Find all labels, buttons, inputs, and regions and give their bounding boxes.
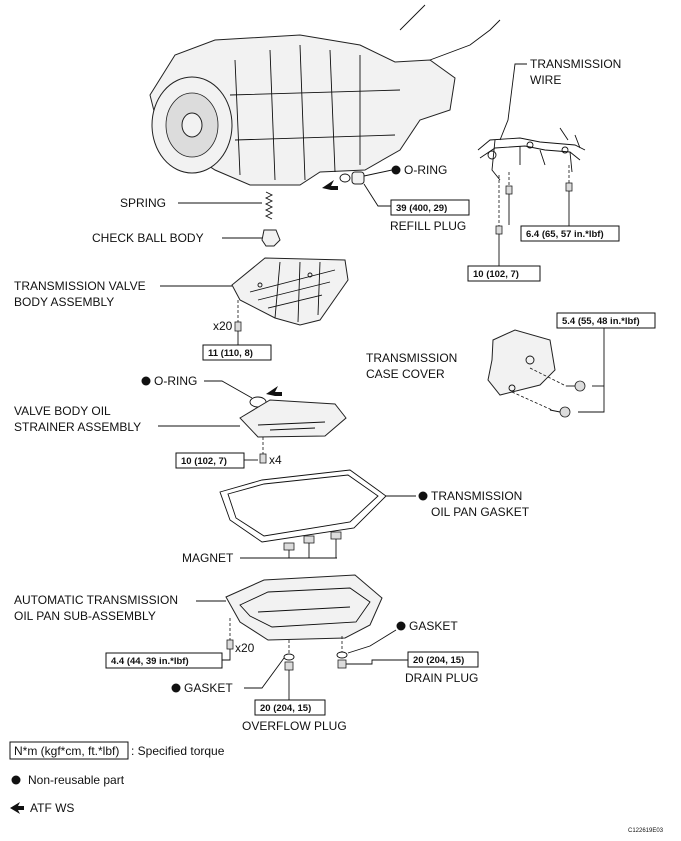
pan-bolt	[226, 639, 234, 650]
transmission-wire-label-1: TRANSMISSION	[530, 57, 621, 71]
case-cover-label-2: CASE COVER	[366, 367, 445, 381]
o-ring-mid-label: O-RING	[154, 374, 197, 388]
legend-torque-desc: : Specified torque	[131, 744, 225, 758]
wire-bolt-lower	[495, 225, 503, 235]
strainer-part	[239, 399, 347, 438]
case-cover-torque-box	[556, 312, 656, 329]
case-cover-bolt-2	[549, 406, 571, 418]
refill-torque: 39 (400, 29)	[396, 203, 447, 214]
gasket-left-label: GASKET	[184, 681, 233, 695]
transmission-wire-part	[477, 127, 586, 181]
spring-part	[264, 191, 274, 220]
strainer-torque-box	[175, 452, 245, 469]
overflow-plug-part	[284, 661, 294, 671]
valve-body-part	[231, 257, 349, 326]
case-cover-part	[487, 329, 556, 396]
case-cover-label-1: TRANSMISSION	[366, 351, 457, 365]
o-ring-top-dot	[391, 165, 401, 175]
legend-non-reusable: Non-reusable part	[28, 773, 125, 787]
pan-gasket-dot	[418, 491, 428, 501]
atf-arrow-strainer	[266, 386, 282, 396]
valve-body-label-2: BODY ASSEMBLY	[14, 295, 114, 309]
wire-bottom-torque: 10 (102, 7)	[473, 269, 519, 280]
drain-torque-box	[407, 651, 479, 668]
spring-label: SPRING	[120, 196, 166, 210]
strainer-label-2: STRAINER ASSEMBLY	[14, 420, 141, 434]
gasket-right-label: GASKET	[409, 619, 458, 633]
oil-pan-part	[225, 574, 383, 641]
check-ball-body-label: CHECK BALL BODY	[92, 231, 204, 245]
strainer-bolt	[259, 453, 267, 464]
wire-bolt-upper	[505, 185, 513, 195]
case-cover-torque: 5.4 (55, 48 in.*lbf)	[562, 316, 640, 327]
case-cover-bolt-1	[566, 380, 586, 392]
overflow-torque-box	[254, 699, 326, 716]
pan-bolts-torque: 4.4 (44, 39 in.*lbf)	[111, 656, 189, 667]
strainer-torque: 10 (102, 7)	[181, 456, 227, 467]
refill-plug-label: REFILL PLUG	[390, 219, 466, 233]
refill-plug-part	[339, 171, 365, 185]
wire-bottom-torque-box	[467, 265, 541, 282]
wire-bolt-right	[565, 182, 573, 192]
transmission-wire-label-2: WIRE	[530, 73, 561, 87]
valve-body-label-1: TRANSMISSION VALVE	[14, 279, 146, 293]
check-ball-body-part	[261, 229, 281, 247]
legend-atf: ATF WS	[30, 801, 74, 815]
strainer-x4: x4	[269, 453, 282, 467]
drain-plug-part	[337, 659, 347, 669]
valve-body-bolt	[234, 321, 242, 332]
overflow-torque: 20 (204, 15)	[260, 703, 311, 714]
wire-right-torque: 6.4 (65, 57 in.*lbf)	[526, 229, 604, 240]
valve-body-x20: x20	[213, 319, 233, 333]
oil-pan-label-2: OIL PAN SUB-ASSEMBLY	[14, 609, 156, 623]
o-ring-top-label: O-RING	[404, 163, 447, 177]
atf-arrow-refill	[322, 180, 338, 190]
wire-right-torque-box	[520, 225, 620, 242]
gasket-left-dot	[171, 683, 181, 693]
drain-gasket-part	[336, 651, 348, 659]
oil-pan-gasket-part	[219, 469, 387, 543]
strainer-label-1: VALVE BODY OIL	[14, 404, 111, 418]
refill-torque-box	[390, 199, 470, 216]
oil-pan-label-1: AUTOMATIC TRANSMISSION	[14, 593, 178, 607]
figure-id: C122619E03	[628, 828, 664, 834]
pan-bolts-torque-box	[105, 652, 223, 669]
legend-torque-unit: N*m (kgf*cm, ft.*lbf)	[14, 744, 119, 758]
overflow-plug-label: OVERFLOW PLUG	[242, 719, 347, 733]
gasket-right-dot	[396, 621, 406, 631]
drain-torque: 20 (204, 15)	[413, 655, 464, 666]
overflow-gasket-part	[283, 653, 295, 661]
pan-x20: x20	[235, 641, 255, 655]
transmission-housing	[149, 4, 501, 186]
drain-plug-label: DRAIN PLUG	[405, 671, 478, 685]
pan-gasket-label-2: OIL PAN GASKET	[431, 505, 530, 519]
o-ring-mid-dot	[141, 376, 151, 386]
legend-non-reusable-dot	[11, 775, 21, 785]
valve-body-torque-box	[202, 344, 272, 361]
legend-atf-arrow-icon	[10, 802, 24, 814]
valve-body-torque: 11 (110, 8)	[208, 348, 253, 359]
pan-gasket-label-1: TRANSMISSION	[431, 489, 522, 503]
legend-torque-box	[9, 741, 129, 760]
legend: N*m (kgf*cm, ft.*lbf) : Specified torque…	[9, 741, 225, 815]
magnet-label: MAGNET	[182, 551, 234, 565]
